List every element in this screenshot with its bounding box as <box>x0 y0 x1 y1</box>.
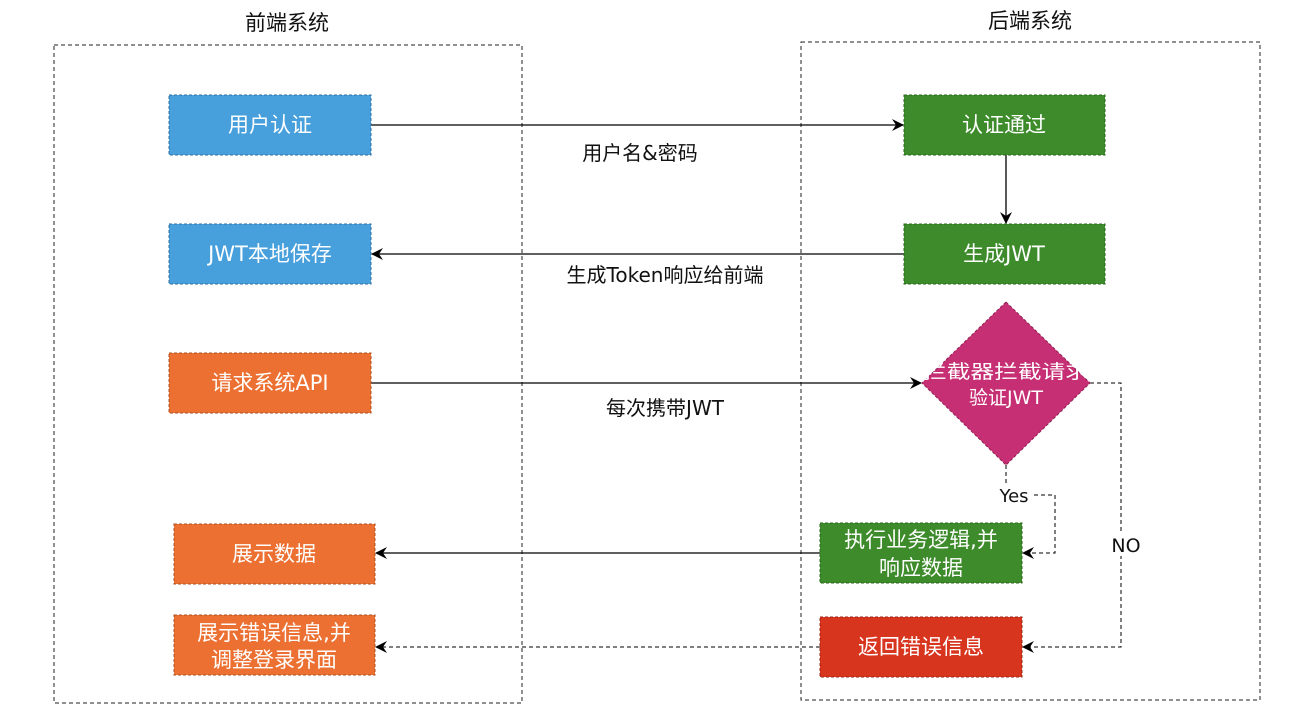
svg-text:生成JWT: 生成JWT <box>963 242 1045 266</box>
svg-text:调整登录界面: 调整登录界面 <box>211 648 337 672</box>
svg-text:拦截器拦截请求: 拦截器拦截请求 <box>923 361 1089 383</box>
node-show-error: 展示错误信息,并 调整登录界面 <box>173 614 376 676</box>
svg-text:展示数据: 展示数据 <box>232 542 316 566</box>
frontend-title: 前端系统 <box>245 11 329 35</box>
node-interceptor-decision: 拦截器拦截请求 验证JWT <box>921 301 1091 466</box>
backend-container <box>800 41 1261 701</box>
svg-text:每次携带JWT: 每次携带JWT <box>606 396 725 420</box>
edge-no: NO <box>1022 382 1144 653</box>
svg-text:展示错误信息,并: 展示错误信息,并 <box>197 621 351 645</box>
node-gen-jwt: 生成JWT <box>903 223 1106 285</box>
node-exec-business: 执行业务逻辑,并 响应数据 <box>819 522 1023 584</box>
svg-text:返回错误信息: 返回错误信息 <box>858 635 984 659</box>
svg-text:认证通过: 认证通过 <box>962 113 1046 137</box>
frontend-container <box>53 44 523 704</box>
svg-text:响应数据: 响应数据 <box>879 556 963 580</box>
svg-text:JWT本地保存: JWT本地保存 <box>206 242 332 266</box>
node-save-jwt: JWT本地保存 <box>168 223 372 285</box>
edge-credentials: 用户名&密码 <box>371 119 904 165</box>
node-return-error: 返回错误信息 <box>819 616 1023 678</box>
svg-text:Yes: Yes <box>998 486 1028 507</box>
svg-text:请求系统API: 请求系统API <box>211 371 328 395</box>
node-request-api: 请求系统API <box>168 352 372 414</box>
svg-text:生成Token响应给前端: 生成Token响应给前端 <box>567 263 764 287</box>
svg-text:用户认证: 用户认证 <box>228 113 312 137</box>
svg-text:验证JWT: 验证JWT <box>969 387 1043 409</box>
edge-carry-jwt: 每次携带JWT <box>371 377 922 420</box>
edge-token-response: 生成Token响应给前端 <box>371 248 904 287</box>
node-auth-passed: 认证通过 <box>903 94 1106 156</box>
svg-text:执行业务逻辑,并: 执行业务逻辑,并 <box>844 528 998 552</box>
node-show-data: 展示数据 <box>173 523 376 585</box>
svg-text:用户名&密码: 用户名&密码 <box>582 141 698 165</box>
svg-text:NO: NO <box>1111 535 1140 557</box>
node-user-auth: 用户认证 <box>168 94 372 156</box>
backend-title: 后端系统 <box>988 9 1072 33</box>
edge-yes: Yes <box>998 465 1056 559</box>
